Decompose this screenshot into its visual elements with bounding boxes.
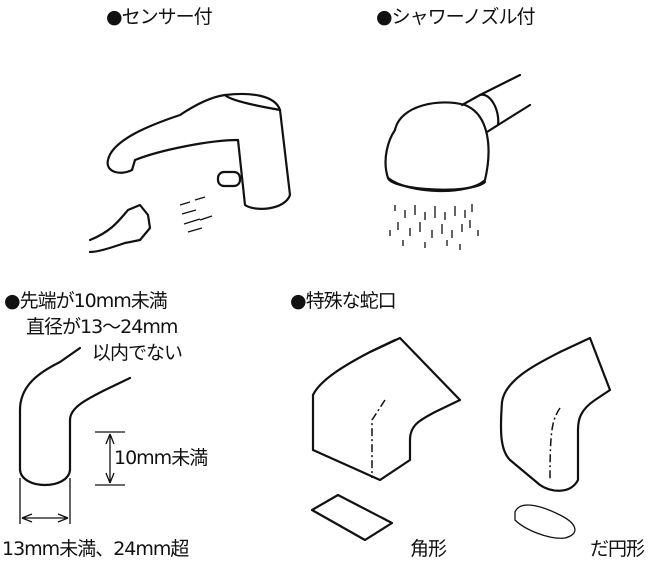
square-faucet-drawing [310, 336, 462, 542]
width-dimension-label: 13mm未満、24mm超 [2, 538, 189, 560]
tip-condition-line2: 直径が13〜24mm [26, 316, 178, 338]
square-shape-label: 角形 [410, 538, 447, 560]
tip-condition-line3: 以内でない [92, 342, 183, 364]
height-dimension-label: 10mm未満 [114, 447, 208, 469]
sensor-faucet-title: ●センサー付 [106, 6, 213, 28]
shower-nozzle-drawing [384, 73, 532, 250]
oval-shape-label: だ円形 [590, 538, 645, 560]
shower-nozzle-title: ●シャワーノズル付 [376, 6, 535, 28]
oval-faucet-drawing [499, 336, 612, 539]
tip-faucet-drawing [18, 346, 132, 524]
sensor-faucet-drawing [88, 92, 292, 254]
tip-condition-line1: ●先端が10mm未満 [4, 290, 168, 312]
special-faucet-title: ●特殊な蛇口 [290, 290, 397, 312]
